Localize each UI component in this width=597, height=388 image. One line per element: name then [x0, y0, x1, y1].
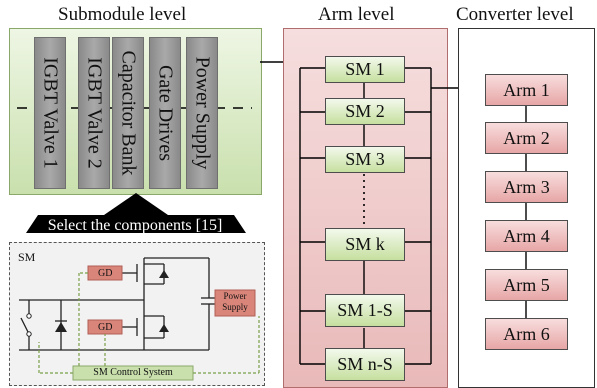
converter-level-title: Converter level — [456, 4, 574, 25]
converter-arm-1: Arm 1 — [485, 74, 568, 106]
component-power-supply: Power Supply — [186, 37, 218, 189]
control-system-label: SM Control System — [93, 367, 173, 378]
converter-arm-2: Arm 2 — [485, 122, 568, 154]
arm-sm-1: SM 1 — [325, 56, 405, 83]
sm-circuit-schematic — [19, 257, 260, 381]
gd-bottom-label: GD — [98, 322, 113, 333]
converter-arm-4: Arm 4 — [485, 220, 568, 252]
arm-sm-k: SM k — [325, 228, 405, 261]
converter-arm-5: Arm 5 — [485, 269, 568, 301]
component-igbt-valve-1: IGBT Valve 1 — [34, 37, 66, 189]
converter-wiring — [525, 104, 527, 318]
submodule-level-title: Submodule level — [58, 4, 187, 25]
sm-circuit-label: SM — [18, 250, 36, 264]
arm-sm-n-s: SM n-S — [325, 348, 405, 381]
component-gate-drives: Gate Drives — [149, 37, 181, 189]
converter-arm-3: Arm 3 — [485, 171, 568, 203]
power-supply-label: Power Supply — [222, 291, 248, 312]
arm-panel — [283, 28, 448, 388]
component-igbt-valve-2: IGBT Valve 2 — [78, 37, 110, 189]
arm-sm-1-s: SM 1-S — [325, 294, 405, 327]
arm-sm-2: SM 2 — [325, 98, 405, 125]
selection-banner-shape — [26, 193, 246, 233]
converter-arm-6: Arm 6 — [485, 318, 568, 350]
component-capacitor-bank: Capacitor Bank — [112, 37, 144, 189]
selection-banner-label: Select the components [15] — [47, 217, 223, 234]
arm-level-title: Arm level — [318, 4, 395, 25]
arm-wiring — [299, 67, 432, 365]
arm-sm-3: SM 3 — [325, 146, 405, 173]
gd-top-label: GD — [98, 268, 113, 279]
